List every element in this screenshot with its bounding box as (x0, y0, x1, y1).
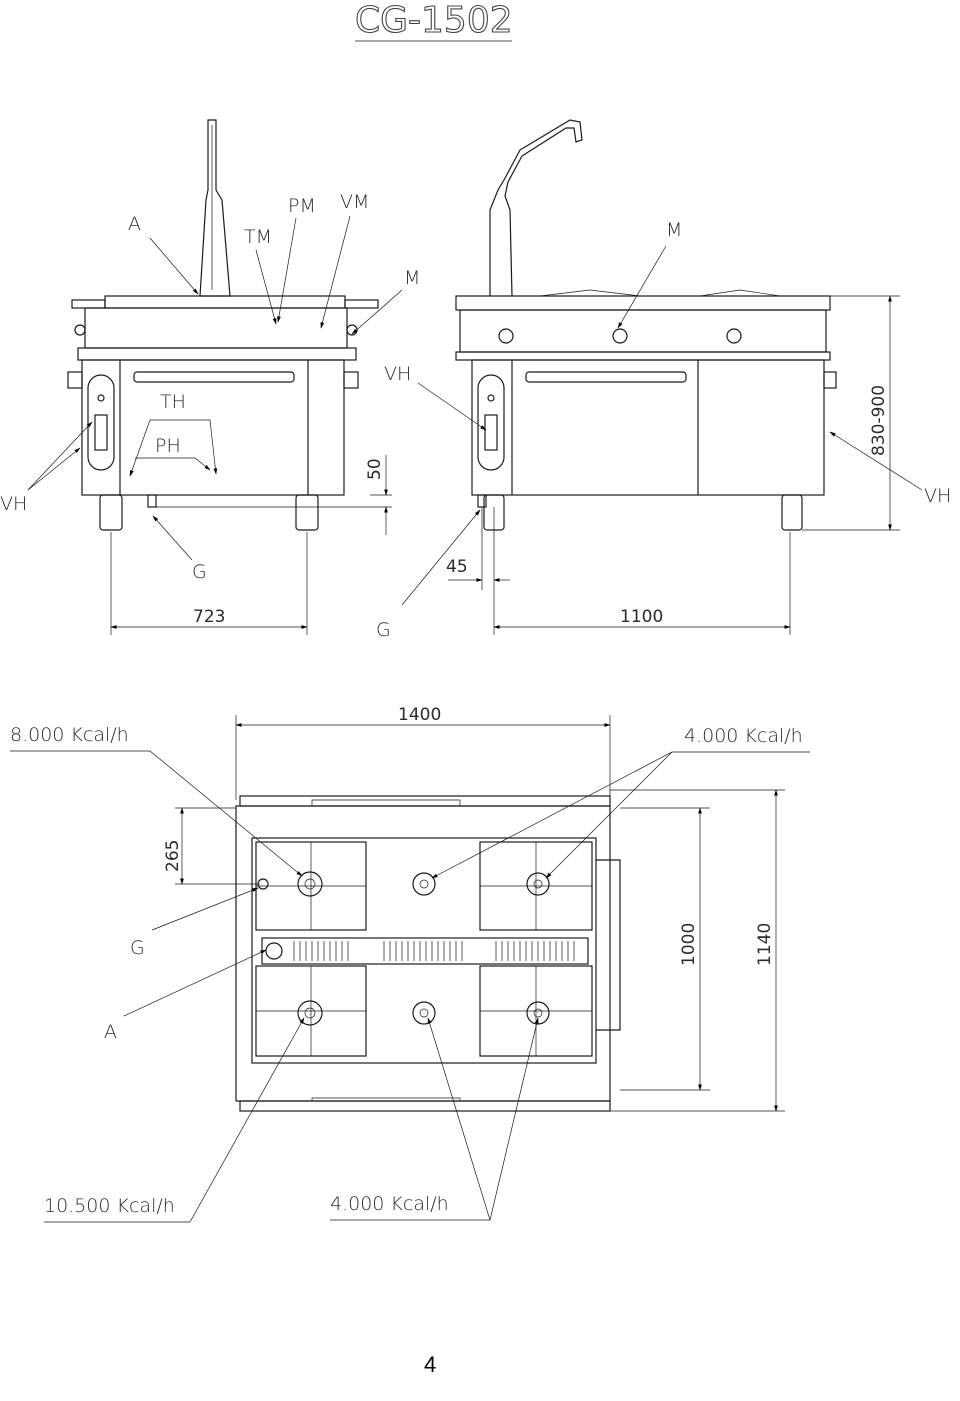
power-10500: 10.500 Kcal/h (44, 1195, 175, 1217)
label-m-front: M (666, 219, 682, 241)
top-view: 1400 (10, 705, 810, 1223)
label-vm: VM (340, 191, 369, 213)
label-pm: PM (288, 195, 316, 217)
dim-265: 265 (163, 840, 183, 872)
label-th: TH (160, 391, 186, 413)
label-tm: TM (244, 226, 272, 248)
dim-50: 50 (365, 458, 385, 480)
dim-723: 723 (193, 607, 225, 627)
front-view: 830-900 45 1100 M VH VH G (376, 119, 951, 641)
dim-45: 45 (446, 557, 468, 577)
label-vh-right: VH (924, 485, 951, 507)
label-m-side: M (404, 267, 420, 289)
dim-1000: 1000 (679, 923, 699, 966)
dim-1100: 1100 (620, 607, 663, 627)
label-a-side: A (128, 213, 141, 235)
label-g-top: G (130, 937, 145, 959)
dim-1400: 1400 (398, 705, 441, 725)
power-4000-top: 4.000 Kcal/h (684, 725, 803, 747)
label-a-top: A (104, 1021, 117, 1043)
side-view: 50 723 A TM PM VM M TH PH VH G (0, 119, 420, 635)
power-8000: 8.000 Kcal/h (10, 724, 129, 746)
drawing-title: CG-1502 (355, 0, 513, 41)
dim-830-900: 830-900 (869, 385, 889, 456)
page-number: 4 (424, 1352, 436, 1377)
dim-1140: 1140 (755, 923, 775, 966)
label-g-side: G (192, 561, 207, 583)
label-ph: PH (155, 435, 181, 457)
label-vh-left: VH (0, 493, 27, 515)
label-vh-mid: VH (384, 363, 411, 385)
label-g-front: G (376, 619, 391, 641)
power-4000-bottom: 4.000 Kcal/h (330, 1193, 449, 1215)
